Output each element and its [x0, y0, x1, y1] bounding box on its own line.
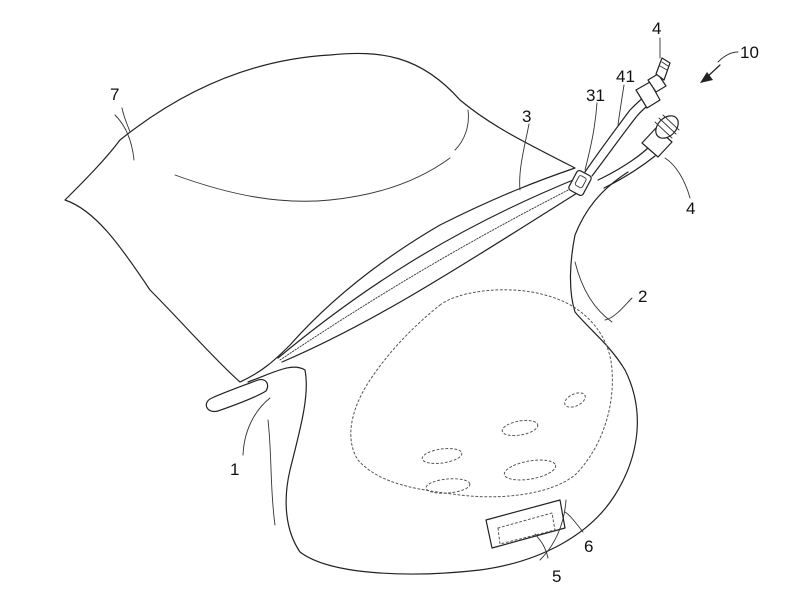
- internal-outline-dotted: [350, 289, 613, 498]
- connector-4-right: [597, 114, 680, 189]
- ref-label-4-top: 4: [652, 19, 661, 38]
- ref-label-1: 1: [230, 460, 239, 479]
- ref-label-31: 31: [586, 86, 605, 105]
- flap-7: [64, 52, 576, 383]
- ref-label-41: 41: [616, 67, 635, 86]
- ref-label-6: 6: [584, 537, 593, 556]
- ref-label-3: 3: [522, 107, 531, 126]
- zipper-3: [277, 177, 583, 363]
- tube-41: [584, 95, 653, 177]
- ref-label-7: 7: [110, 85, 119, 104]
- ref-label-4-right: 4: [686, 199, 695, 218]
- arrow-10: [700, 64, 721, 83]
- tab-1: [205, 379, 269, 413]
- label-pocket-5: [485, 499, 566, 549]
- ref-label-10: 10: [740, 43, 759, 62]
- connector-4-top: [635, 57, 671, 109]
- zipper-slider-31: [568, 169, 592, 197]
- ref-label-2: 2: [638, 287, 647, 306]
- bag-body-2: [247, 171, 638, 575]
- ref-label-5: 5: [552, 567, 561, 586]
- leader-lines: [121, 37, 739, 559]
